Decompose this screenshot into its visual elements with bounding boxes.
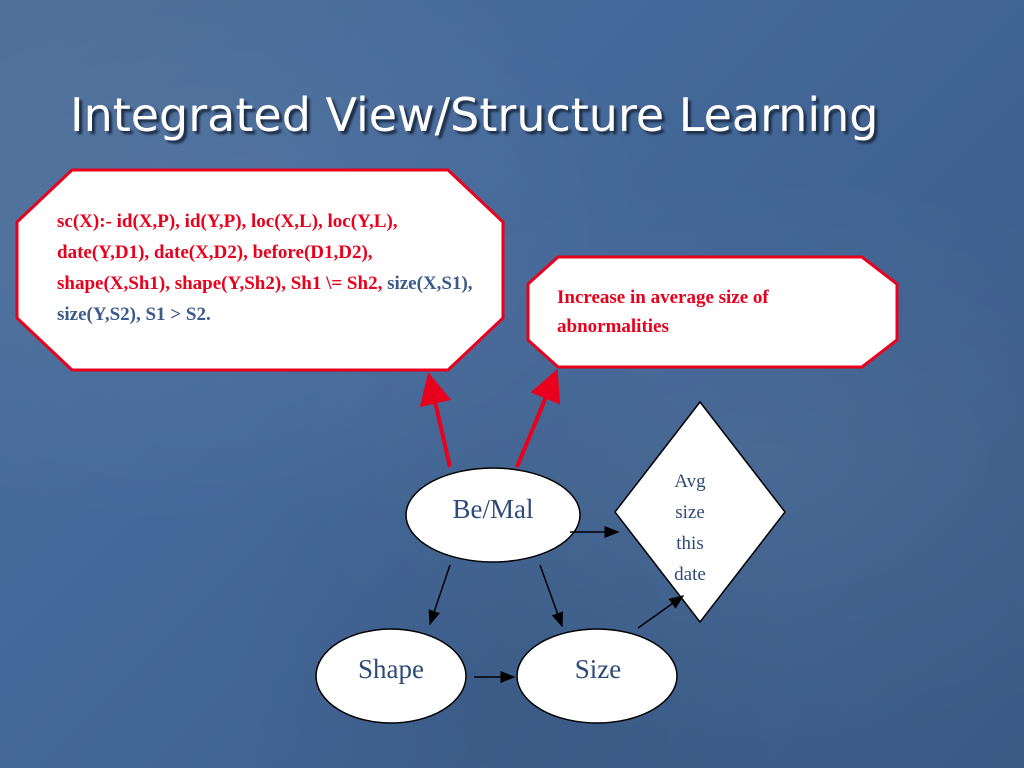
arrow-bemal-to-size: [539, 564, 564, 628]
avg-label-line-2: size: [675, 502, 705, 523]
avg-label-line-1: Avg: [674, 471, 706, 492]
node-avg-size-label: Avg size this date: [650, 466, 730, 590]
node-shape: [315, 628, 467, 724]
rule-box: [15, 168, 505, 372]
node-size: [516, 628, 678, 724]
arrow-bemal-to-rule-box: [419, 372, 452, 468]
arrow-size-to-avg: [637, 595, 685, 629]
rule-box-text-blue: size(X,S1), size(Y,S2), S1 > S2.: [57, 273, 473, 325]
rule-box-text: sc(X):- id(X,P), id(Y,P), loc(X,L), loc(…: [57, 206, 477, 330]
arrow-bemal-to-increase-box: [515, 368, 561, 468]
increase-box-text: Increase in average size of abnormalitie…: [557, 287, 769, 337]
avg-label-line-3: this: [676, 533, 704, 554]
avg-label-line-4: date: [674, 564, 706, 585]
rule-box-text-red: sc(X):- id(X,P), id(Y,P), loc(X,L), loc(…: [57, 211, 398, 294]
slide-title: Integrated View/Structure Learning: [70, 88, 879, 142]
increase-box: [526, 255, 899, 369]
node-avg-size-diamond: [614, 400, 786, 624]
node-bemal-label: Be/Mal: [452, 494, 534, 524]
node-size-label: Size: [574, 654, 622, 684]
node-bemal: [405, 467, 581, 563]
node-shape-label: Shape: [358, 654, 424, 684]
arrow-bemal-to-shape: [428, 564, 451, 626]
